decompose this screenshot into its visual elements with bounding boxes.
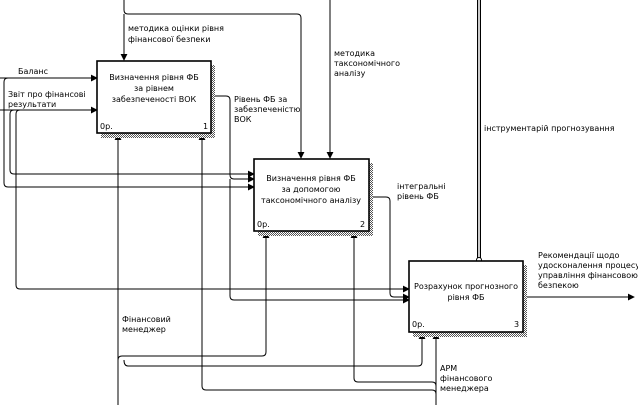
mechanism-branch-arm-box2 — [350, 231, 437, 387]
control-label-method-taxonomic-2: таксономічного — [334, 59, 400, 68]
box-2-title-line-2: за допомогою — [281, 185, 340, 194]
box-3-number: 3 — [514, 320, 519, 329]
box-3-title-line-1: Розрахунок прогнозного — [414, 282, 518, 291]
control-label-method-assessment-1: методика оцінки рівня — [128, 24, 224, 33]
output-label-recommendations-3: управління фінансовою — [538, 271, 638, 280]
box-1-title-line-3: забезпеченості ВОК — [112, 95, 197, 104]
control-label-method-taxonomic-3: аналізу — [334, 69, 366, 78]
control-label-method-assessment-2: фінансової безпеки — [128, 35, 210, 44]
box-2-cost: 0р. — [257, 220, 270, 229]
input-label-report-2: результати — [8, 100, 56, 109]
mechanism-label-arm-2: фінансового — [440, 374, 493, 383]
input-branch-report-box2 — [9, 109, 255, 178]
flow-arrow-fb-vok-box3 — [229, 179, 410, 304]
box-3-title-line-2: рівня ФБ — [448, 293, 485, 302]
labels: методика оцінки рівня фінансової безпеки… — [8, 24, 638, 393]
output-label-recommendations-1: Рекомендації щодо — [538, 251, 619, 260]
flow-label-integral-2: рівень ФБ — [397, 192, 439, 201]
input-label-report-1: Звіт про фінансові — [8, 90, 86, 99]
mechanism-branch-arm-box1 — [198, 133, 437, 395]
flow-label-fb-vok-3: ВОК — [234, 115, 252, 124]
box-3-cost: 0р. — [412, 320, 425, 329]
mechanism-branch-fm-box2 — [117, 231, 270, 361]
box-2-title-line-3: таксономічного аналізу — [261, 196, 361, 205]
input-branch-balance-box2 — [3, 77, 255, 191]
activity-box-3[interactable]: Розрахунок прогнозного рівня ФБ 0р. 3 — [408, 260, 527, 337]
flow-label-integral-1: інтегральні — [397, 182, 446, 191]
control-label-forecasting-tools: інструментарій прогнозування — [484, 124, 615, 133]
flow-arrow-integral — [366, 196, 410, 301]
box-1-title-line-1: Визначення рівня ФБ — [109, 73, 199, 82]
activity-box-1[interactable]: Визначення рівня ФБ за рівнем забезпечен… — [96, 60, 215, 138]
box-1-number: 1 — [203, 122, 208, 131]
flow-arrow-fb-vok — [210, 95, 255, 183]
control-label-method-taxonomic-1: методика — [334, 49, 375, 58]
mechanism-label-arm-3: менеджера — [440, 384, 489, 393]
box-1-title-line-2: за рівнем — [134, 84, 174, 93]
activity-box-2[interactable]: Визначення рівня ФБ за допомогою таксоно… — [253, 158, 373, 236]
output-label-recommendations-4: безпекою — [538, 281, 579, 290]
flow-label-fb-vok-2: забезпеченістю — [234, 105, 301, 114]
control-arrow-method-assessment — [123, 0, 305, 159]
box-1-cost: 0р. — [100, 122, 113, 131]
output-label-recommendations-2: удосконалення процесу — [538, 261, 638, 270]
box-2-title-line-1: Визначення рівня ФБ — [266, 174, 356, 183]
input-label-balance: Баланс — [18, 67, 48, 76]
input-branch-report-box3 — [15, 109, 410, 293]
mechanism-branch-fm-box3 — [123, 332, 426, 367]
box-2-number: 2 — [360, 220, 365, 229]
mechanism-label-financial-manager-2: менеджер — [122, 325, 166, 334]
flow-label-fb-vok-1: Рівень ФБ за — [234, 95, 287, 104]
mechanism-label-financial-manager-1: Фінансовий — [122, 315, 171, 324]
mechanism-label-arm-1: АРМ — [440, 364, 457, 373]
